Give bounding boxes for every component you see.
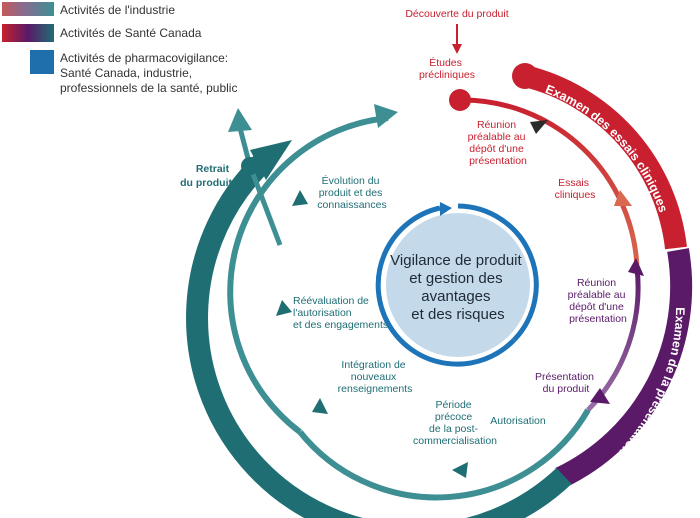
label-clinical-trials: Essais cliniques bbox=[555, 177, 596, 201]
label-integration: Intégration de nouveaux renseignements bbox=[338, 359, 413, 395]
withdrawal-dot bbox=[241, 157, 259, 175]
legend-swatch-pharmacovigilance bbox=[30, 50, 54, 74]
label-withdrawal: Retrait du produit bbox=[180, 163, 232, 189]
arrow-submission-2 bbox=[590, 388, 610, 404]
inner-track-clinical bbox=[459, 97, 640, 269]
legend-swatch-health-canada bbox=[2, 24, 54, 42]
band-surveillance-arrowhead bbox=[250, 140, 292, 180]
arrow-postmarket-1 bbox=[452, 462, 468, 478]
arrow-return-2 bbox=[292, 190, 308, 206]
legend-label-pharmacovigilance: Activités de pharmacovigilance: Santé Ca… bbox=[60, 51, 237, 95]
arrow-submission-1 bbox=[628, 258, 644, 276]
arrow-clinical-1 bbox=[530, 120, 548, 134]
withdrawal-arrowhead bbox=[228, 108, 252, 132]
center-ring-arc bbox=[457, 203, 539, 342]
label-submission: Présentation du produit bbox=[535, 371, 597, 395]
legend: Activités de l'industrie Activités de Sa… bbox=[2, 2, 237, 95]
legend-swatch-industry bbox=[2, 2, 54, 16]
arrow-clinical-2 bbox=[614, 190, 632, 206]
band-clinical-trials-review bbox=[522, 65, 687, 250]
legend-label-industry: Activités de l'industrie bbox=[60, 3, 175, 17]
inner-track-postmarket bbox=[297, 408, 591, 501]
inner-track-return bbox=[227, 115, 389, 435]
arrow-postmarket-2 bbox=[312, 398, 328, 414]
center-label: Vigilance de produit et gestion des avan… bbox=[390, 252, 526, 323]
label-preclinical: Études précliniques bbox=[419, 56, 475, 81]
center-ring-arc-2 bbox=[375, 205, 516, 367]
discovery-arrowhead bbox=[452, 44, 462, 54]
withdrawal-line bbox=[247, 165, 283, 246]
center-circle bbox=[386, 213, 530, 357]
label-pre-meeting-2: Réunion préalable au dépôt d'une présent… bbox=[568, 277, 629, 325]
band-surveillance bbox=[186, 152, 572, 518]
label-pre-meeting-1: Réunion préalable au dépôt d'une présent… bbox=[468, 119, 529, 167]
label-authorization: Autorisation bbox=[490, 415, 546, 427]
inner-track-return-arrowhead bbox=[374, 104, 398, 128]
label-early-post-market: Période précoce de la post- commercialis… bbox=[413, 399, 497, 447]
label-discovery: Découverte du produit bbox=[405, 8, 508, 20]
band-submission-review bbox=[555, 248, 693, 488]
label-evolution: Évolution du produit et des connaissance… bbox=[317, 174, 386, 211]
band-start-dot bbox=[512, 63, 538, 89]
center-ring-arrowhead bbox=[440, 202, 452, 216]
label-reevaluation: Réévaluation de l'autorisation et des en… bbox=[293, 295, 388, 331]
legend-label-health-canada: Activités de Santé Canada bbox=[60, 26, 202, 40]
arrow-return-1 bbox=[276, 300, 292, 316]
